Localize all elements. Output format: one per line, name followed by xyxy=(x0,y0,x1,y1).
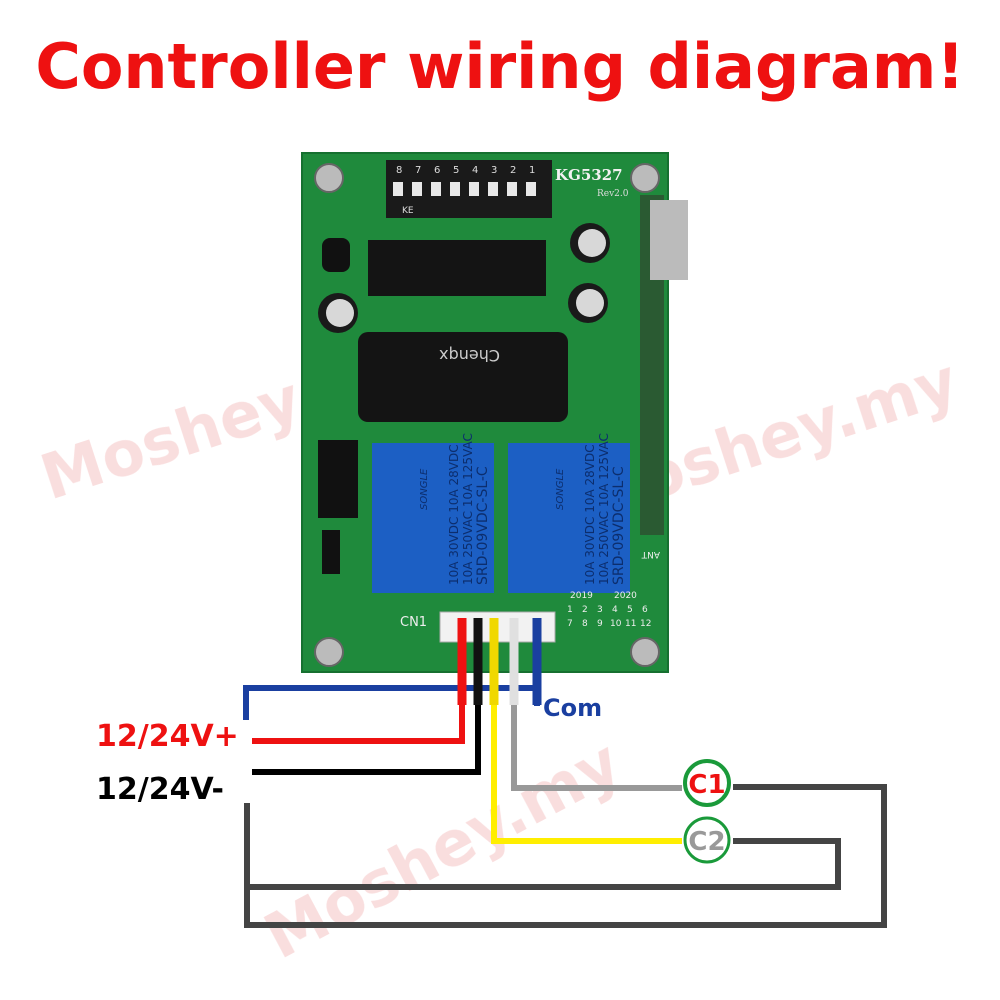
dip-number: 4 xyxy=(472,165,478,176)
c1-terminal: C1 xyxy=(683,759,731,807)
board-revision: Rev2.0 xyxy=(597,189,629,199)
large-capacitor xyxy=(358,332,568,422)
dip-number: 2 xyxy=(510,165,516,176)
watermark: Moshey.my xyxy=(253,725,632,973)
dip-label: KE xyxy=(402,206,414,216)
relay-rating: 10A 250VAC 10A 125VAC xyxy=(461,433,475,585)
com-label: Com xyxy=(543,694,602,722)
year-label: 2019 xyxy=(570,591,593,601)
date-cell: 4 xyxy=(612,605,618,615)
capacitor-brand: Chenqx xyxy=(439,346,500,365)
date-cell: 10 xyxy=(610,619,622,629)
c1-label: C1 xyxy=(688,770,725,800)
wire-blue-loop xyxy=(243,685,537,720)
ic-chip xyxy=(368,240,546,296)
date-cell: 2 xyxy=(582,605,588,615)
date-cell: 6 xyxy=(642,605,648,615)
dip-number: 5 xyxy=(453,165,459,176)
c2-label: C2 xyxy=(688,827,725,857)
date-cell: 9 xyxy=(597,619,603,629)
relay-rating: 10A 30VDC 10A 28VDC xyxy=(447,444,461,585)
dip-number: 7 xyxy=(415,165,421,176)
v-minus-label: 12/24V- xyxy=(96,772,224,807)
dip-number: 6 xyxy=(434,165,440,176)
relay-rating: 10A 250VAC 10A 125VAC xyxy=(597,433,611,585)
relay-rating: 10A 30VDC 10A 28VDC xyxy=(583,444,597,585)
relay-model: SRD-09VDC-SL-C xyxy=(475,466,491,585)
board-model: KG5327 xyxy=(555,166,623,184)
date-cell: 11 xyxy=(625,619,636,629)
date-cell: 3 xyxy=(597,605,603,615)
c2-terminal: C2 xyxy=(683,816,731,864)
date-cell: 1 xyxy=(567,605,573,615)
date-cell: 12 xyxy=(640,619,651,629)
date-cell: 8 xyxy=(582,619,588,629)
dip-number: 1 xyxy=(529,165,535,176)
date-cell: 7 xyxy=(567,619,573,629)
relay-brand: SONGLE xyxy=(419,468,430,510)
v-plus-label: 12/24V+ xyxy=(96,719,239,754)
antenna-label: ANT xyxy=(641,549,660,559)
year-label: 2020 xyxy=(614,591,637,601)
date-grid: 2019 2020 1 2 3 4 5 6 7 8 9 10 11 12 xyxy=(567,591,651,629)
connector-label: CN1 xyxy=(400,615,427,630)
dip-number: 3 xyxy=(491,165,497,176)
wire-return-c2 xyxy=(247,838,841,890)
relay-2: 10A 250VAC 10A 125VAC 10A 30VDC 10A 28VD… xyxy=(508,433,630,593)
relay-model: SRD-09VDC-SL-C xyxy=(611,466,627,585)
relay-brand: SONGLE xyxy=(555,468,566,510)
dip-number: 8 xyxy=(396,165,402,176)
screw-icon xyxy=(314,163,660,667)
controller-board: 8 7 6 5 4 3 2 1 KE KG5327 Rev2.0 xyxy=(301,152,688,673)
date-cell: 5 xyxy=(627,605,633,615)
relay-1: 10A 250VAC 10A 125VAC 10A 30VDC 10A 28VD… xyxy=(372,433,494,593)
page-title: Controller wiring diagram! xyxy=(35,30,965,103)
